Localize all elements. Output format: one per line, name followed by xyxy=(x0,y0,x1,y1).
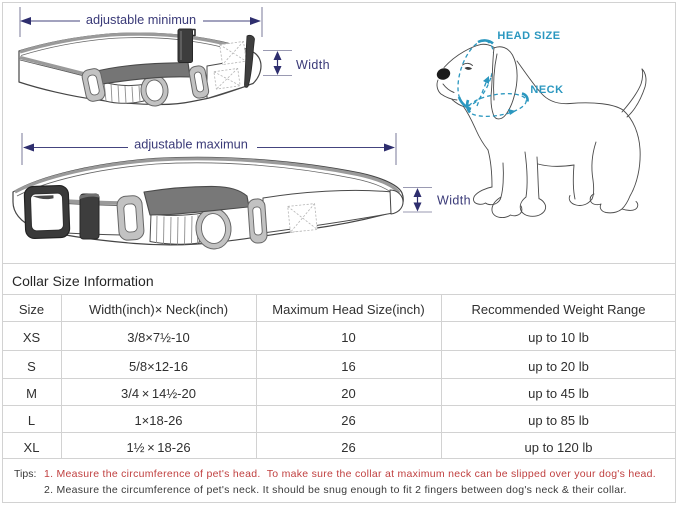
svg-text:adjustable maximun: adjustable maximun xyxy=(134,137,248,152)
svg-text:NECK: NECK xyxy=(530,84,563,96)
svg-text:Width: Width xyxy=(437,194,471,208)
svg-text:adjustable minimun: adjustable minimun xyxy=(86,12,196,27)
svg-text:Width: Width xyxy=(296,58,330,72)
svg-text:HEAD SIZE: HEAD SIZE xyxy=(497,30,560,42)
